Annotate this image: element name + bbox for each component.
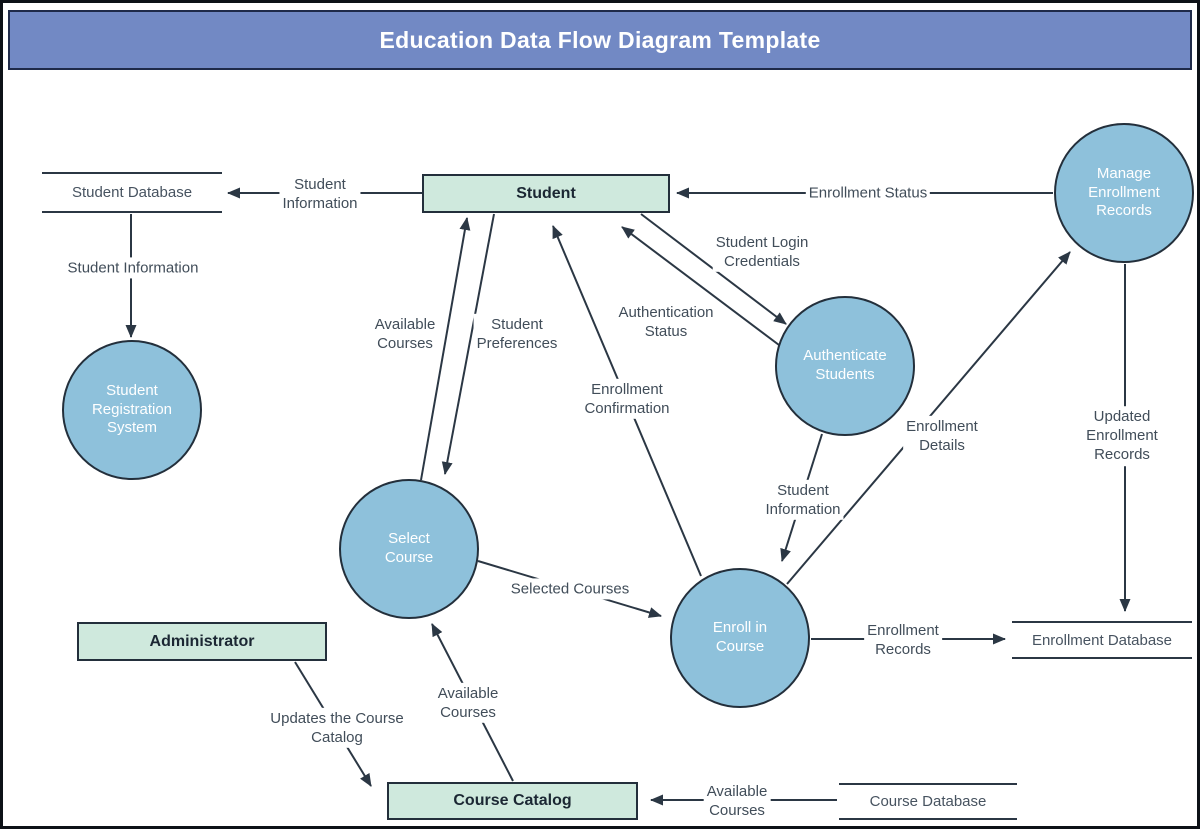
process-authenticate-students[interactable]: Authenticate Students xyxy=(775,296,915,436)
flow-label-student-information-db-to-srs: Student Information xyxy=(64,257,202,279)
process-select-course[interactable]: Select Course xyxy=(339,479,479,619)
datastore-enrollment-database-label: Enrollment Database xyxy=(1031,631,1173,649)
entity-administrator-label: Administrator xyxy=(149,632,255,650)
flow-label-enrollment-records: Enrollment Records xyxy=(864,619,942,661)
flow-label-student-login-credentials: Student Login Credentials xyxy=(712,231,812,273)
datastore-student-database-label: Student Database xyxy=(71,184,193,201)
flow-line-authenticate-to-student xyxy=(621,226,788,352)
flow-label-updated-enrollment-records: Updated Enrollment Records xyxy=(1083,406,1161,466)
flow-label-selected-courses: Selected Courses xyxy=(507,578,633,600)
entity-student[interactable]: Student xyxy=(422,174,670,213)
process-enroll-in-course[interactable]: Enroll in Course xyxy=(670,568,810,708)
process-authenticate-students-label: Authenticate Students xyxy=(803,347,887,383)
diagram-title-bar: Education Data Flow Diagram Template xyxy=(8,10,1192,70)
flow-label-available-courses-to-catalog: Available Courses xyxy=(703,780,771,822)
flow-label-student-preferences: Student Preferences xyxy=(473,313,561,355)
datastore-course-database-label: Course Database xyxy=(869,793,987,810)
datastore-enrollment-database[interactable]: Enrollment Database xyxy=(1012,621,1192,659)
process-manage-enrollment-records-label: Manage Enrollment Records xyxy=(1088,164,1160,220)
flow-label-authentication-status: Authentication Status xyxy=(615,301,717,343)
flow-label-student-information-to-db: Student Information xyxy=(279,173,361,215)
process-student-registration-system-label: Student Registration System xyxy=(91,381,173,437)
process-manage-enrollment-records[interactable]: Manage Enrollment Records xyxy=(1054,123,1194,263)
flow-label-available-courses-to-student: Available Courses xyxy=(371,313,439,355)
flow-label-enrollment-confirmation: Enrollment Confirmation xyxy=(581,378,673,420)
page-title: Education Data Flow Diagram Template xyxy=(379,26,821,53)
flow-label-student-information-auth-to-enroll: Student Information xyxy=(762,479,844,521)
datastore-student-database[interactable]: Student Database xyxy=(42,172,222,213)
process-enroll-in-course-label: Enroll in Course xyxy=(712,619,768,655)
flow-label-updates-the-course-catalog: Updates the Course Catalog xyxy=(267,707,407,749)
entity-course-catalog[interactable]: Course Catalog xyxy=(387,782,638,820)
entity-administrator[interactable]: Administrator xyxy=(77,622,327,661)
flow-label-enrollment-status: Enrollment Status xyxy=(805,182,931,204)
process-student-registration-system[interactable]: Student Registration System xyxy=(62,340,202,480)
flow-line-select-course-to-student xyxy=(420,217,471,481)
process-select-course-label: Select Course xyxy=(384,530,434,566)
entity-student-label: Student xyxy=(516,184,576,202)
flow-label-enrollment-details: Enrollment Details xyxy=(903,415,981,457)
flow-label-available-courses-to-select: Available Courses xyxy=(434,682,502,724)
datastore-course-database[interactable]: Course Database xyxy=(839,783,1017,820)
flow-line-student-to-select-course xyxy=(441,213,495,475)
entity-course-catalog-label: Course Catalog xyxy=(453,792,572,809)
